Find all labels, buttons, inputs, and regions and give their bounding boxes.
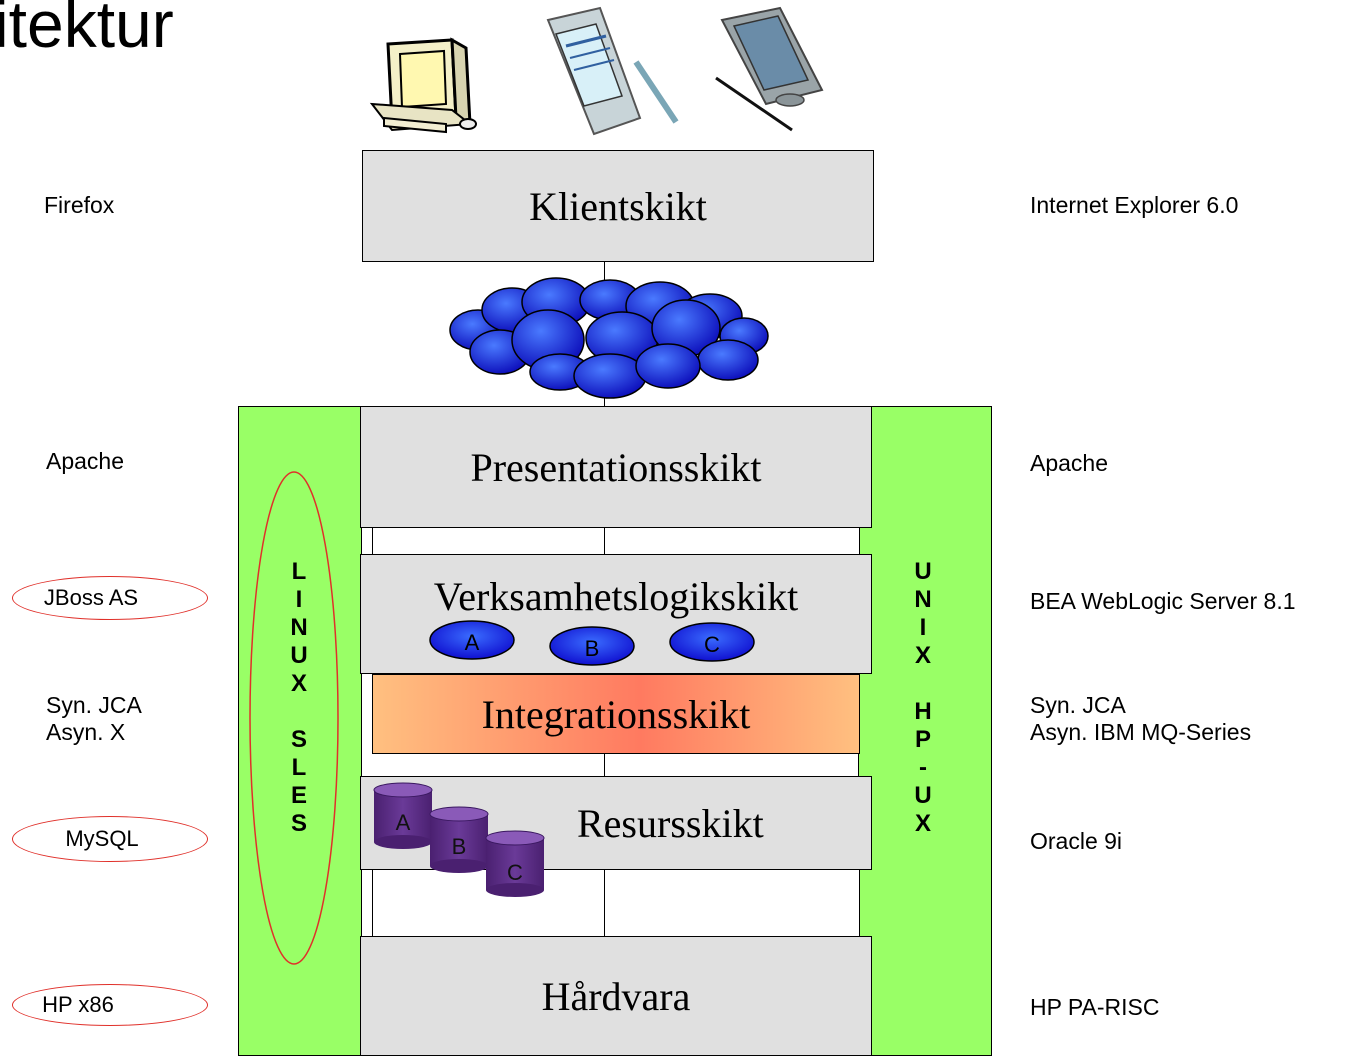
database-c-label: C	[507, 860, 523, 885]
desktop-computer-icon	[369, 37, 477, 134]
left-integration-sync-label: Syn. JCA	[46, 692, 142, 718]
right-integration-sync-label: Syn. JCA	[1030, 692, 1126, 718]
database-a-icon	[373, 782, 433, 849]
connector-client-network	[604, 262, 605, 292]
database-cylinders	[373, 782, 545, 897]
business-components	[429, 620, 755, 666]
tier-business-label: Verksamhetslogikskikt	[433, 574, 799, 619]
right-hw-label: HP PA-RISC	[1030, 994, 1160, 1020]
database-b-label: B	[451, 834, 467, 859]
database-a-label: A	[395, 810, 411, 835]
linux-highlight-oval	[249, 471, 339, 965]
connector-integration-resource	[604, 752, 605, 776]
connector-presentation-business	[604, 526, 605, 556]
tier-presentation: Presentationsskikt	[360, 406, 872, 528]
right-client-label: Internet Explorer 6.0	[1030, 192, 1239, 218]
component-a	[429, 620, 515, 660]
right-integration-async-label: Asyn. IBM MQ-Series	[1030, 719, 1252, 745]
database-c-icon	[485, 830, 545, 897]
tier-client-label: Klientskikt	[529, 183, 707, 229]
database-b-icon	[429, 806, 489, 873]
gap-resource-hardware	[372, 868, 860, 938]
right-app-label: BEA WebLogic Server 8.1	[1030, 588, 1296, 614]
right-web-label: Apache	[1030, 450, 1109, 476]
left-integration-async-label: Asyn. X	[46, 719, 126, 745]
pocket-pc-icon	[715, 6, 824, 132]
component-c	[669, 622, 755, 662]
component-c-label: C	[704, 632, 720, 657]
connector-resource-hardware	[604, 868, 605, 938]
left-web-label: Apache	[46, 448, 125, 474]
tier-hardware-label: Hårdvara	[541, 973, 691, 1019]
page-title: itektur	[0, 0, 174, 61]
right-db-label: Oracle 9i	[1030, 828, 1123, 854]
tier-client: Klientskikt	[362, 150, 874, 262]
network-cloud-icon	[449, 277, 769, 399]
tier-presentation-label: Presentationsskikt	[470, 444, 762, 490]
left-db-label: MySQL	[12, 816, 208, 862]
tier-resource-label: Resursskikt	[577, 800, 764, 846]
left-hw-label: HP x86	[12, 984, 208, 1026]
component-b-label: B	[584, 636, 600, 661]
smartphone-pda-icon	[546, 6, 679, 136]
component-b	[549, 626, 635, 666]
tier-integration: Integrationsskikt	[372, 674, 860, 754]
gap-presentation-business	[372, 526, 860, 556]
linux-os-frame	[238, 406, 362, 1056]
left-app-label: JBoss AS	[12, 576, 208, 620]
left-client-label: Firefox	[44, 192, 115, 218]
component-a-label: A	[464, 630, 480, 655]
tier-hardware: Hårdvara	[360, 936, 872, 1056]
tier-integration-label: Integrationsskikt	[481, 691, 751, 737]
